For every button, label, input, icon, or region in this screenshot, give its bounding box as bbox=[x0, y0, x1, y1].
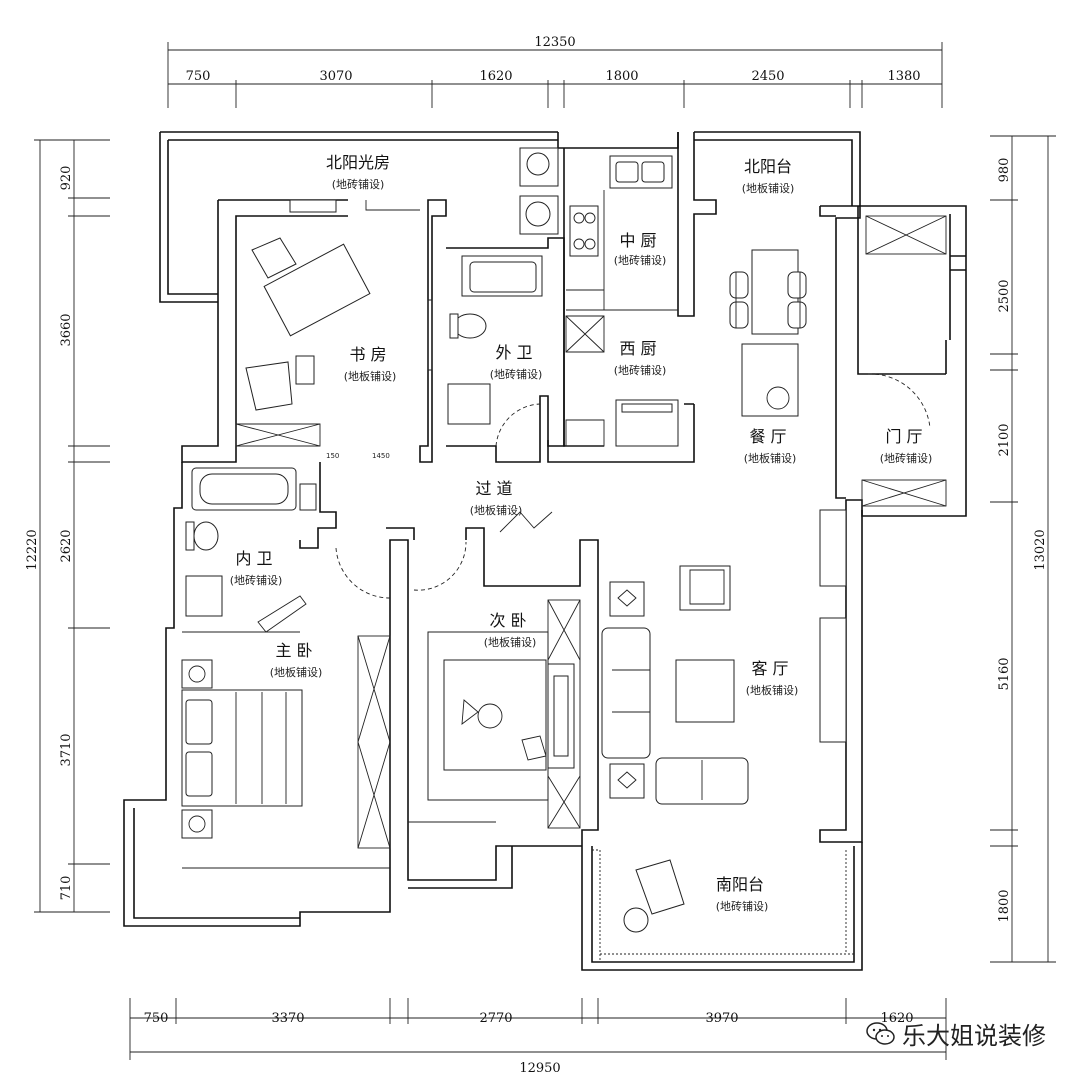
floor-north-balcony: (地板铺设) bbox=[742, 181, 795, 195]
dim-top-2: 3070 bbox=[319, 69, 352, 84]
dim-left-2: 3660 bbox=[59, 313, 74, 346]
floor-guest-bath: (地砖铺设) bbox=[490, 367, 543, 381]
label-corridor: 过 道 bbox=[475, 479, 512, 498]
sofa-l bbox=[601, 627, 651, 759]
label-south-balcony: 南阳台 bbox=[716, 875, 764, 894]
label-foyer: 门 厅 bbox=[885, 427, 922, 446]
doors bbox=[257, 299, 931, 741]
dim-right-1: 980 bbox=[997, 158, 1012, 183]
label-north-sunroom: 北阳光房 bbox=[326, 153, 390, 172]
dim-top-total: 12350 bbox=[534, 35, 575, 50]
room-labels: 北阳光房 (地砖铺设) 北阳台 (地板铺设) 中 厨 (地砖铺设) 书 房 (地… bbox=[230, 153, 933, 913]
dim-top-4: 1800 bbox=[605, 69, 638, 84]
second-bedroom-furniture bbox=[408, 599, 581, 829]
dim-top-6: 1380 bbox=[887, 69, 920, 84]
dim-bottom-3: 2770 bbox=[479, 1011, 512, 1026]
floor-master-bedroom: (地板铺设) bbox=[270, 665, 323, 679]
dimension-texts: 12350 750 3070 1620 1800 2450 1380 12950… bbox=[25, 35, 1048, 1076]
dim-left-4: 3710 bbox=[59, 733, 74, 766]
dining-furniture bbox=[729, 249, 807, 417]
floor-middle-kitchen: (地砖铺设) bbox=[614, 253, 667, 267]
floor-west-kitchen: (地砖铺设) bbox=[614, 363, 667, 377]
dim-top-3: 1620 bbox=[479, 69, 512, 84]
dim-right-3: 2100 bbox=[997, 423, 1012, 456]
living-furniture bbox=[601, 565, 749, 805]
floor-ensuite: (地砖铺设) bbox=[230, 573, 283, 587]
dim-bottom-4: 3970 bbox=[705, 1011, 738, 1026]
floor-study: (地板铺设) bbox=[344, 369, 397, 383]
coffee-table bbox=[675, 659, 735, 723]
second-bed bbox=[443, 659, 547, 771]
dim-bottom-5: 1620 bbox=[880, 1011, 913, 1026]
dim-right-2: 2500 bbox=[997, 279, 1012, 312]
dim-top-1: 750 bbox=[186, 69, 211, 84]
study-furniture bbox=[235, 199, 420, 447]
floor-north-sunroom: (地砖铺设) bbox=[332, 177, 385, 191]
label-master-bedroom: 主 卧 bbox=[275, 641, 312, 660]
floor-foyer: (地砖铺设) bbox=[880, 451, 933, 465]
watermark: 乐大姐说装修 bbox=[866, 1016, 1046, 1051]
study-desk bbox=[263, 243, 371, 337]
walls bbox=[123, 131, 967, 971]
study-chair-1 bbox=[251, 237, 297, 279]
dim-right-4: 5160 bbox=[997, 657, 1012, 690]
dim-bottom-total: 12950 bbox=[519, 1061, 560, 1076]
dim-left-1: 920 bbox=[59, 166, 74, 191]
label-middle-kitchen: 中 厨 bbox=[619, 231, 656, 250]
foyer-fixtures bbox=[819, 215, 947, 743]
label-guest-bath: 外 卫 bbox=[495, 343, 532, 362]
floor-living: (地板铺设) bbox=[746, 683, 799, 697]
label-second-bedroom: 次 卧 bbox=[489, 611, 526, 630]
dim-left-3: 2620 bbox=[59, 529, 74, 562]
study-side-table bbox=[295, 355, 315, 385]
study-armchair bbox=[245, 361, 293, 411]
mark-150: 150 bbox=[326, 452, 339, 460]
label-west-kitchen: 西 厨 bbox=[619, 339, 656, 358]
dim-left-total: 12220 bbox=[25, 529, 40, 570]
dim-right-5: 1800 bbox=[997, 889, 1012, 922]
floor-second-bedroom: (地板铺设) bbox=[484, 635, 537, 649]
label-living: 客 厅 bbox=[751, 659, 788, 678]
floor-south-balcony: (地砖铺设) bbox=[716, 899, 769, 913]
watermark-text: 乐大姐说装修 bbox=[902, 1022, 1046, 1050]
south-balcony-furniture bbox=[592, 849, 854, 962]
label-study: 书 房 bbox=[349, 345, 386, 364]
dimension-lines bbox=[34, 42, 1056, 1060]
kitchen-fixtures bbox=[519, 147, 679, 447]
dim-left-5: 710 bbox=[59, 876, 74, 901]
floor-corridor: (地板铺设) bbox=[470, 503, 523, 517]
dim-right-total: 13020 bbox=[1033, 529, 1048, 570]
dim-top-5: 2450 bbox=[751, 69, 784, 84]
mark-1450: 1450 bbox=[372, 452, 390, 460]
label-north-balcony: 北阳台 bbox=[744, 157, 792, 176]
master-furniture bbox=[181, 467, 391, 869]
wechat-icon bbox=[866, 1021, 895, 1045]
dim-bottom-1: 750 bbox=[144, 1011, 169, 1026]
label-dining: 餐 厅 bbox=[749, 427, 786, 446]
label-ensuite: 内 卫 bbox=[235, 549, 272, 568]
guest-bath-fixtures bbox=[447, 255, 543, 425]
dim-bottom-2: 3370 bbox=[271, 1011, 304, 1026]
floor-dining: (地板铺设) bbox=[744, 451, 797, 465]
